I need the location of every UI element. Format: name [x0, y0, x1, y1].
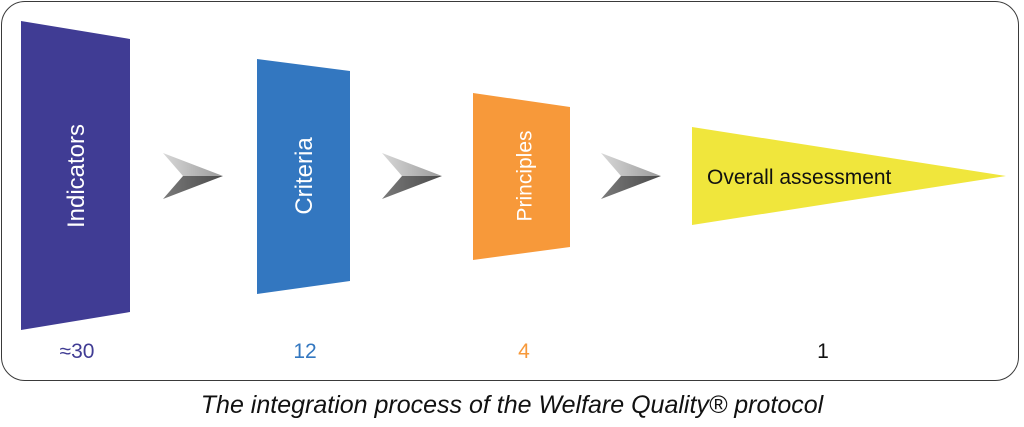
- indicators-count: ≈30: [59, 340, 95, 363]
- figure-caption: The integration process of the Welfare Q…: [200, 391, 824, 419]
- criteria-label: Criteria: [291, 137, 318, 215]
- principles-label: Principles: [513, 130, 537, 222]
- arrow-icon: [601, 153, 661, 199]
- indicators-shape: [21, 21, 130, 330]
- criteria-shape: [257, 59, 350, 294]
- principles-shape: [473, 93, 570, 260]
- overall-assessment-shape: [692, 127, 1006, 225]
- indicators-label: Indicators: [63, 123, 90, 229]
- criteria-count: 12: [293, 340, 317, 363]
- principles-count: 4: [518, 340, 530, 363]
- arrow-icon: [382, 153, 442, 199]
- overall-assessment-label: Overall assessment: [707, 166, 892, 189]
- overall-assessment-count: 1: [817, 340, 829, 363]
- arrow-icon: [163, 153, 223, 199]
